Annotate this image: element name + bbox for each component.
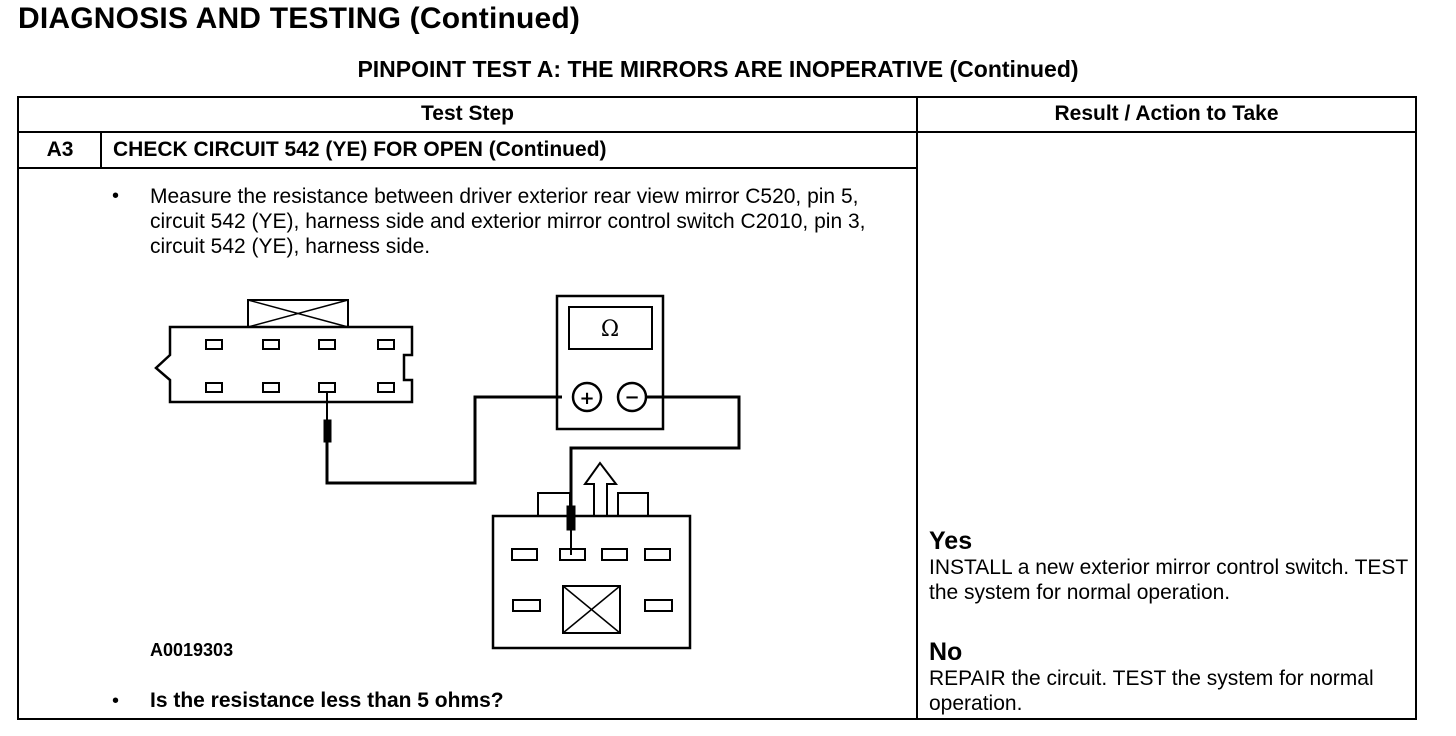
mirror-connector-c520: [154, 299, 414, 404]
header-row-divider: [17, 131, 1417, 133]
ohmmeter: [555, 294, 665, 431]
section-title: DIAGNOSIS AND TESTING (Continued): [18, 2, 581, 35]
step-instruction: Measure the resistance between driver ex…: [150, 185, 866, 258]
step-title: CHECK CIRCUIT 542 (YE) FOR OPEN (Continu…: [113, 138, 607, 161]
result-no-action: REPAIR the circuit. TEST the system for …: [929, 667, 1374, 715]
negative-terminal-icon: −: [624, 387, 639, 408]
result-yes: Yes INSTALL a new exterior mirror contro…: [929, 527, 1409, 605]
test-table: [17, 96, 1417, 720]
column-divider: [916, 96, 918, 720]
connector-measurement-diagram: Ω + −: [120, 280, 760, 665]
question-bullet: •: [112, 690, 120, 712]
step-id: A3: [46, 138, 74, 161]
result-no: No REPAIR the circuit. TEST the system f…: [929, 638, 1409, 716]
step-question: Is the resistance less than 5 ohms?: [150, 689, 504, 712]
instruction-bullet: •: [112, 185, 120, 207]
switch-connector-c2010: [491, 461, 692, 650]
ohm-symbol: Ω: [601, 317, 619, 342]
step-row-divider: [17, 167, 918, 169]
result-yes-label: Yes: [929, 527, 973, 555]
column-header-result: Result / Action to Take: [1054, 102, 1279, 125]
pinpoint-test-title: PINPOINT TEST A: THE MIRRORS ARE INOPERA…: [357, 56, 1079, 82]
figure-id: A0019303: [150, 640, 234, 660]
result-no-label: No: [929, 638, 963, 666]
column-header-test-step: Test Step: [421, 102, 514, 125]
result-yes-action: INSTALL a new exterior mirror control sw…: [929, 556, 1408, 604]
step-id-divider: [100, 131, 102, 168]
positive-terminal-icon: +: [579, 388, 594, 409]
